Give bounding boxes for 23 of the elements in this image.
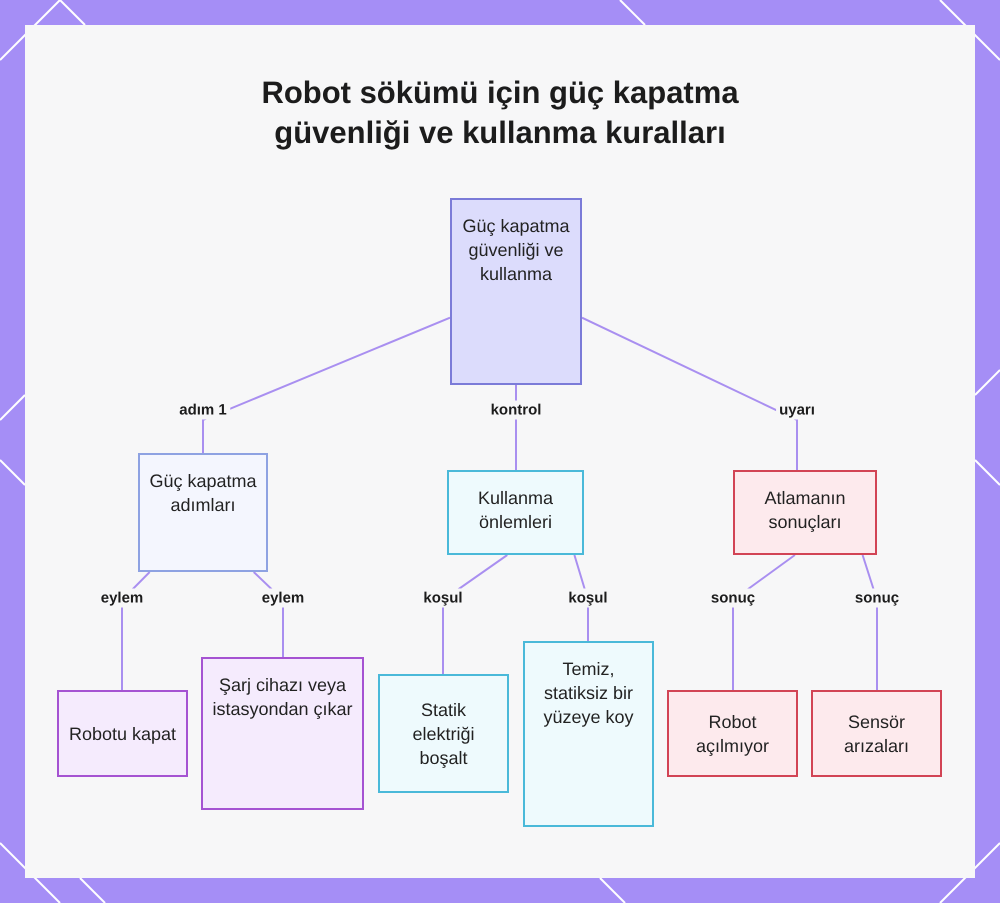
concept-box — [811, 690, 942, 777]
concept-box — [201, 657, 364, 810]
box-text: Şarj cihazı veya istasyondan çıkar — [211, 674, 354, 721]
connector-line — [582, 316, 798, 470]
box-text: Temiz, statiksiz bir yüzeye koy — [542, 658, 635, 729]
box-text: Atlamanın sonuçları — [763, 487, 847, 534]
box-text: Güç kapatma adımları — [148, 470, 258, 517]
diagram-title: Robot sökümü için güç kapatma güvenliği ve kullanma kuralları — [260, 74, 740, 152]
box-text: Kullanma önlemleri — [476, 487, 554, 534]
connector-line — [202, 316, 450, 453]
concept-box — [378, 674, 509, 793]
concept-box — [667, 690, 798, 777]
concept-box — [450, 198, 582, 385]
concept-box — [447, 470, 584, 555]
box-text: Robot açılmıyor — [694, 710, 770, 758]
box-text: Statik elektriği boşalt — [411, 698, 476, 770]
concept-box — [523, 641, 654, 827]
concept-box — [138, 453, 268, 572]
box-text: Sensör arızaları — [842, 710, 910, 758]
concept-box — [733, 470, 877, 555]
concept-box — [57, 690, 188, 777]
box-text: Robotu kapat — [68, 722, 176, 746]
box-text: Güç kapatma güvenliği ve kullanma — [461, 215, 571, 286]
